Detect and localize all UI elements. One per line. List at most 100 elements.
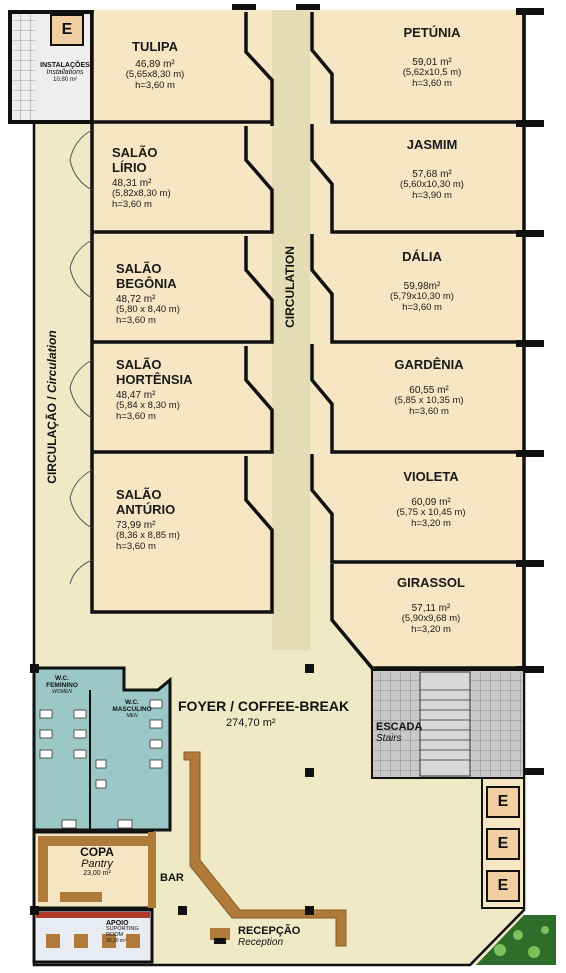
begonia-name-2: BEGÔNIA: [116, 275, 177, 291]
pantry-area: 23,00 m²: [83, 870, 111, 878]
circulation-left-sep: /: [45, 393, 59, 404]
hortensia-label: SALÃO HORTÊNSIA 48,47 m² (5,84 x 8,30 m)…: [116, 357, 236, 423]
jasmim-dims: (5,60x10,30 m): [400, 179, 464, 191]
wc-women-title: W.C. FEMININO: [46, 675, 78, 689]
pantry-label: COPA Pantry 23,00 m²: [52, 846, 142, 877]
left-door-swings: [69, 129, 93, 585]
gardenia-name: GARDÊNIA: [394, 357, 464, 372]
lirio-name-1: SALÃO: [112, 145, 158, 160]
hortensia-name-1: SALÃO: [116, 357, 162, 372]
girassol-height: h=3,20 m: [411, 624, 451, 636]
elevator-top-left: E: [50, 14, 84, 46]
anturio-name-2: ANTÚRIO: [116, 501, 176, 517]
reception-text: Reception: [238, 936, 284, 948]
hortensia-dims: (5,84 x 8,30 m): [116, 400, 180, 412]
foyer-label: FOYER / COFFEE-BREAK: [178, 698, 350, 714]
room-gardenia: [312, 344, 524, 452]
escada-text: ESCADA: [376, 721, 423, 733]
anturio-height: h=3,60 m: [116, 541, 156, 553]
installations-title: INSTALAÇÕES: [40, 62, 90, 69]
installations-subtitle: Installations: [46, 69, 84, 77]
violeta-name: VIOLETA: [403, 469, 459, 484]
petunia-name: PETÚNIA: [403, 25, 461, 40]
foyer-area: 274,70 m²: [226, 717, 276, 729]
circulation-center-label: CIRCULATION: [283, 246, 297, 328]
installations-area: 10,80 m²: [53, 76, 77, 83]
tulipa-label: TULIPA 46,89 m² (5,65x8,30 m) h=3,60 m: [100, 39, 210, 92]
bar-label: BAR: [160, 872, 184, 884]
room-dalia: [312, 234, 524, 342]
stairs-label: ESCADA Stairs: [376, 721, 423, 744]
wc-stalls: [39, 699, 163, 829]
circulation-left-label: CIRCULAÇÃO / Circulation: [45, 317, 59, 497]
dalia-height: h=3,60 m: [402, 302, 442, 314]
supporting-room-desks: [46, 934, 140, 948]
installations-label: INSTALAÇÕES Installations 10,80 m²: [38, 62, 92, 83]
wc-block: [32, 666, 172, 832]
jasmim-label: JASMIM 57,68 m² (5,60x10,30 m) h=3,90 m: [372, 137, 492, 202]
elevator-right-1: E: [486, 786, 520, 818]
gardenia-area: 60,55 m²: [409, 384, 449, 396]
pantry-counter-side: [38, 836, 48, 902]
supporting-room-text: SUPORTING ROOM: [106, 926, 139, 939]
left-room-walls: [90, 12, 274, 614]
girassol-label: GIRASSOL 57,11 m² (5,90x9,68 m) h=3,20 m: [366, 575, 496, 636]
gardenia-height: h=3,60 m: [409, 406, 449, 418]
apoio-text: APOIO: [106, 920, 129, 927]
gardenia-dims: (5,85 x 10,35 m): [394, 395, 464, 407]
central-corridor: [272, 10, 310, 650]
elevator-right-2: E: [486, 828, 520, 860]
columns: [30, 664, 314, 915]
room-begonia: [92, 236, 272, 342]
anturio-dims: (8,36 x 8,85 m): [116, 530, 180, 542]
garden-plants: [494, 926, 549, 958]
pantry-counter: [38, 836, 148, 846]
petunia-height: h=3,60 m: [412, 78, 452, 90]
supporting-room-counter: [36, 912, 150, 918]
petunia-area: 59,01 m²: [412, 56, 452, 68]
circulation-left-pt: CIRCULAÇÃO: [45, 403, 59, 484]
hortensia-name-2: HORTÊNSIA: [116, 371, 193, 387]
dalia-name: DÁLIA: [402, 249, 442, 264]
dalia-dims: (5,79x10,30 m): [390, 291, 454, 303]
room-tulipa: [92, 12, 272, 122]
anturio-name-1: SALÃO: [116, 487, 162, 502]
reception-counter: [183, 751, 347, 947]
stairs-text: Stairs: [376, 732, 402, 744]
violeta-dims: (5,75 x 10,45 m): [396, 507, 466, 519]
anturio-area: 73,99 m²: [116, 519, 156, 531]
lirio-height: h=3,60 m: [112, 199, 152, 211]
begonia-label: SALÃO BEGÔNIA 48,72 m² (5,80 x 8,40 m) h…: [116, 261, 226, 327]
dalia-label: DÁLIA 59,98m² (5,79x10,30 m) h=3,60 m: [362, 249, 482, 314]
room-hortensia: [92, 346, 272, 452]
wc-men-title: W.C. MASCULINO: [112, 699, 152, 713]
girassol-name: GIRASSOL: [397, 575, 465, 590]
copa-text: COPA: [80, 845, 114, 859]
circulation-left-en: Circulation: [45, 330, 59, 393]
begonia-name-1: SALÃO: [116, 261, 162, 276]
girassol-area: 57,11 m²: [411, 602, 451, 614]
pantry-text: Pantry: [81, 857, 113, 870]
stairs-steps: [420, 689, 470, 761]
tulipa-area: 46,89 m²: [135, 58, 175, 70]
supporting-room-area: 20,30 m²: [106, 937, 126, 944]
violeta-label: VIOLETA 60,09 m² (5,75 x 10,45 m) h=3,20…: [366, 469, 496, 530]
lirio-area: 48,31 m²: [112, 177, 152, 189]
jasmim-name: JASMIM: [406, 137, 458, 152]
room-girassol: [332, 564, 524, 668]
lirio-label: SALÃO LÍRIO 48,31 m² (5,82x8,30 m) h=3,6…: [112, 145, 202, 211]
gardenia-label: GARDÊNIA 60,55 m² (5,85 x 10,35 m) h=3,6…: [364, 357, 494, 418]
elevator-right-3: E: [486, 870, 520, 902]
recepcao-text: RECEPÇÃO: [238, 925, 301, 937]
room-violeta: [312, 454, 524, 562]
hortensia-height: h=3,60 m: [116, 411, 156, 423]
dalia-area: 59,98m²: [403, 280, 441, 292]
room-jasmim: [312, 124, 524, 232]
petunia-label: PETÚNIA 59,01 m² (5,62x10,5 m) h=3,60 m: [372, 25, 492, 90]
reception-label: RECEPÇÃO Reception: [238, 925, 301, 948]
room-anturio: [92, 456, 272, 612]
supporting-room-label: APOIO SUPORTING ROOM 20,30 m²: [106, 920, 154, 944]
jasmim-height: h=3,90 m: [412, 190, 452, 202]
anturio-label: SALÃO ANTÚRIO 73,99 m² (8,36 x 8,85 m) h…: [116, 487, 236, 553]
